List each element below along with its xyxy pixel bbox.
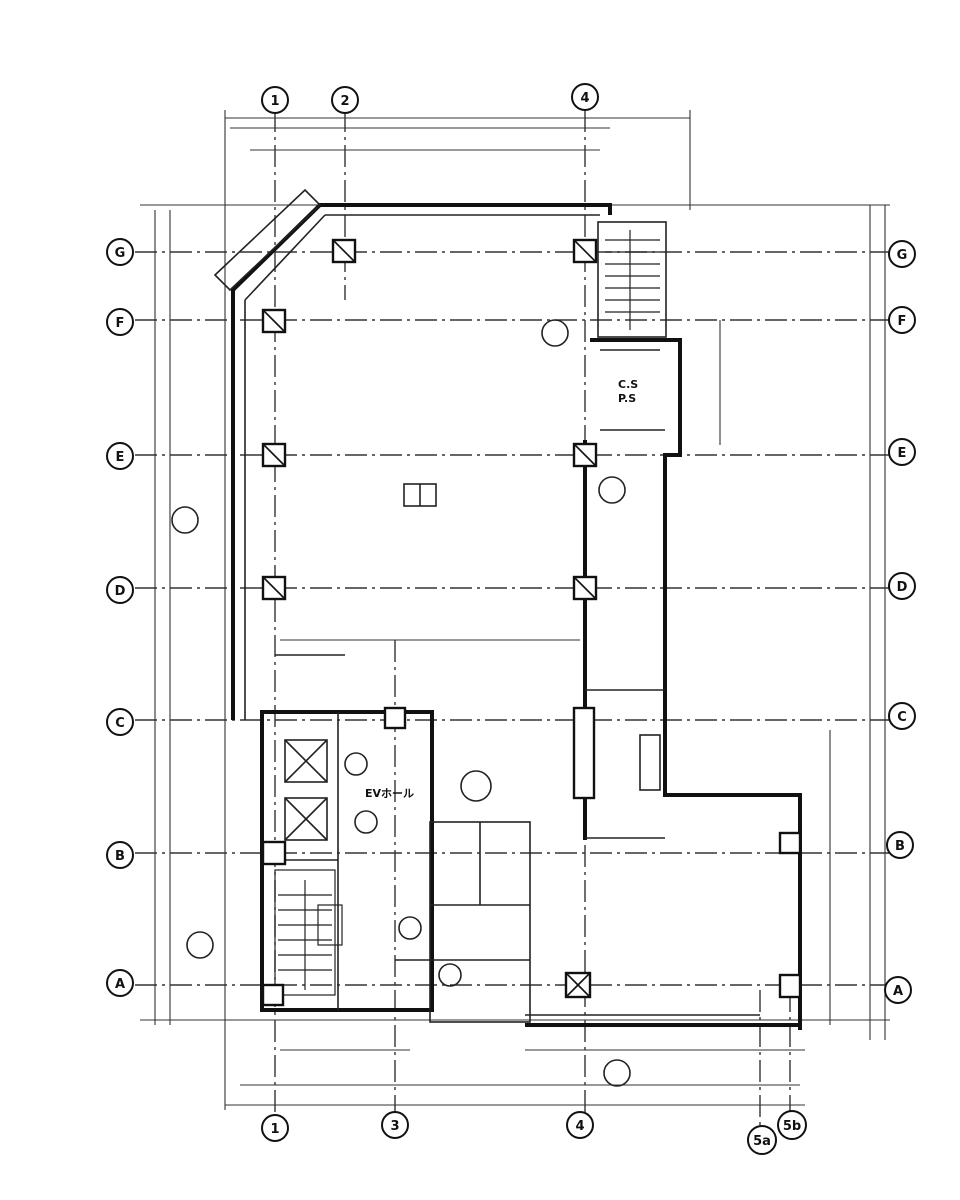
svg-text:G: G xyxy=(115,246,126,261)
svg-text:2: 2 xyxy=(340,94,349,109)
shaft-label: C.S xyxy=(618,378,638,391)
column xyxy=(572,442,598,468)
svg-text:B: B xyxy=(895,839,905,854)
grid-bubble-bottom-3: 3 xyxy=(381,1111,409,1139)
grid-bubbles-right: G F E D C B A xyxy=(884,240,916,1004)
room-labels: EVホール C.S P.S xyxy=(365,378,638,800)
svg-text:D: D xyxy=(115,584,126,599)
grid-bubble-right-e: E xyxy=(888,438,916,466)
svg-text:4: 4 xyxy=(575,1119,584,1134)
grid-bubble-bottom-1: 1 xyxy=(261,1114,289,1142)
svg-text:C: C xyxy=(897,710,907,725)
column xyxy=(261,575,287,601)
svg-text:B: B xyxy=(115,849,125,864)
grid-bubble-right-b: B xyxy=(886,831,914,859)
stair-upper xyxy=(605,230,660,330)
column xyxy=(572,238,598,264)
svg-text:F: F xyxy=(116,316,125,331)
svg-text:E: E xyxy=(116,450,125,465)
column xyxy=(572,575,598,601)
grid-bubble-left-c: C xyxy=(106,708,134,736)
grid-bubble-bottom-5a: 5a xyxy=(747,1125,777,1155)
grid-bubble-left-g: G xyxy=(106,238,134,266)
column xyxy=(564,971,592,999)
structural-columns xyxy=(261,238,802,1007)
svg-text:D: D xyxy=(897,580,908,595)
elevators xyxy=(284,739,328,841)
grid-bubble-right-a: A xyxy=(884,976,912,1004)
svg-text:3: 3 xyxy=(390,1119,399,1134)
column xyxy=(383,706,407,730)
grid-bubbles-top: 1 2 4 xyxy=(261,83,599,114)
column xyxy=(778,831,802,855)
grid-bubbles-left: G F E D C B A xyxy=(106,238,134,997)
svg-text:5b: 5b xyxy=(783,1119,801,1134)
svg-text:A: A xyxy=(893,984,903,999)
grid-bubble-right-d: D xyxy=(888,572,916,600)
elevator-hall-label: EVホール xyxy=(365,787,414,800)
grid-bubble-left-a: A xyxy=(106,969,134,997)
column xyxy=(261,442,287,468)
walls xyxy=(213,188,802,1030)
column xyxy=(261,983,285,1007)
column xyxy=(261,840,287,866)
column xyxy=(261,308,287,334)
svg-text:E: E xyxy=(898,446,907,461)
svg-text:1: 1 xyxy=(270,94,279,109)
column xyxy=(572,706,596,800)
column xyxy=(331,238,357,264)
room-markers xyxy=(171,319,631,1087)
grid-bubble-top-2: 2 xyxy=(331,86,359,114)
svg-text:F: F xyxy=(898,314,907,329)
grid-bubble-right-c: C xyxy=(888,702,916,730)
svg-text:G: G xyxy=(897,248,908,263)
svg-text:A: A xyxy=(115,977,125,992)
grid-bubble-right-g: G xyxy=(888,240,916,268)
stair-lower xyxy=(274,869,343,996)
svg-text:5a: 5a xyxy=(753,1134,771,1149)
grid-bubble-left-b: B xyxy=(106,841,134,869)
grid-bubble-left-e: E xyxy=(106,442,134,470)
svg-text:4: 4 xyxy=(580,91,589,106)
svg-text:1: 1 xyxy=(270,1122,279,1137)
grid-bubble-left-d: D xyxy=(106,576,134,604)
shaft-label-2: P.S xyxy=(618,392,636,405)
grid-bubbles-bottom: 1 3 4 5a 5b xyxy=(261,1110,807,1155)
svg-text:C: C xyxy=(115,716,125,731)
column xyxy=(778,973,802,999)
grid-bubble-top-4: 4 xyxy=(571,83,599,111)
grid-bubble-bottom-5b: 5b xyxy=(777,1110,807,1140)
grid-lines-horizontal xyxy=(135,251,895,986)
grid-bubble-bottom-4: 4 xyxy=(566,1111,594,1139)
grid-bubble-left-f: F xyxy=(106,308,134,336)
dimension-lines xyxy=(140,110,890,1110)
grid-bubble-right-f: F xyxy=(888,306,916,334)
grid-bubble-top-1: 1 xyxy=(261,86,289,114)
